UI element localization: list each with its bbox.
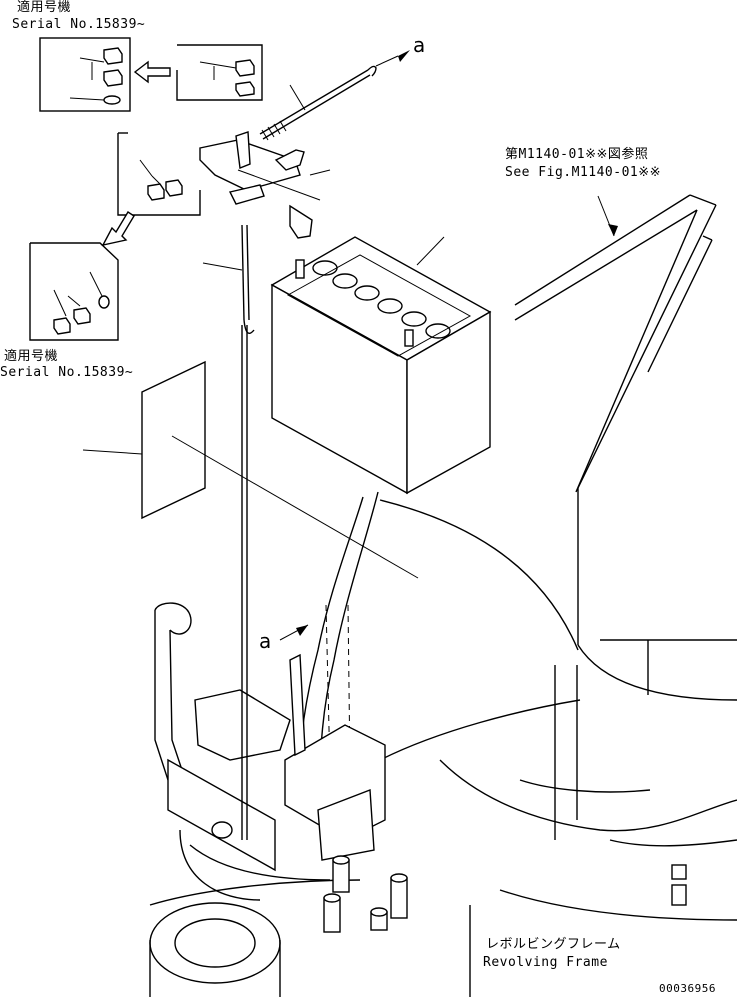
detail-box-top-mid [176, 44, 263, 101]
battery-bracket [199, 131, 331, 239]
battery [270, 236, 492, 495]
rod-a [259, 50, 410, 141]
clamp-box [284, 653, 386, 861]
revolving-frame [149, 499, 737, 997]
lever-bracket [154, 325, 291, 872]
applicable-mid-jp-label: 適用号機 [4, 349, 59, 364]
side-panel [514, 194, 717, 645]
serial-top-label: Serial No.15839~ [12, 17, 146, 32]
arrow-left-top [133, 60, 171, 84]
detail-box-mid-left [117, 132, 201, 216]
frame-en-label: Revolving Frame [483, 955, 608, 970]
spacers [323, 855, 408, 933]
serial-mid-label: Serial No.15839~ [0, 365, 134, 380]
drawing-number: 00036956 [659, 982, 716, 995]
ref-a-mid-label: a [259, 629, 272, 653]
insulating-sheet [82, 360, 419, 579]
detail-box-lower-left [29, 242, 119, 341]
see-fig-en-label: See Fig.M1140-01※※ [505, 165, 662, 180]
see-fig-jp-label: 第M1140-01※※図参照 [505, 147, 649, 162]
arrow-down-left [101, 211, 135, 247]
detail-box-top-left [39, 37, 131, 112]
applicable-top-jp-label: 適用号機 [17, 0, 72, 15]
j-bolt [202, 224, 255, 334]
ref-a-top-label: a [413, 33, 426, 57]
frame-jp-label: レボルビングフレーム [486, 937, 621, 952]
